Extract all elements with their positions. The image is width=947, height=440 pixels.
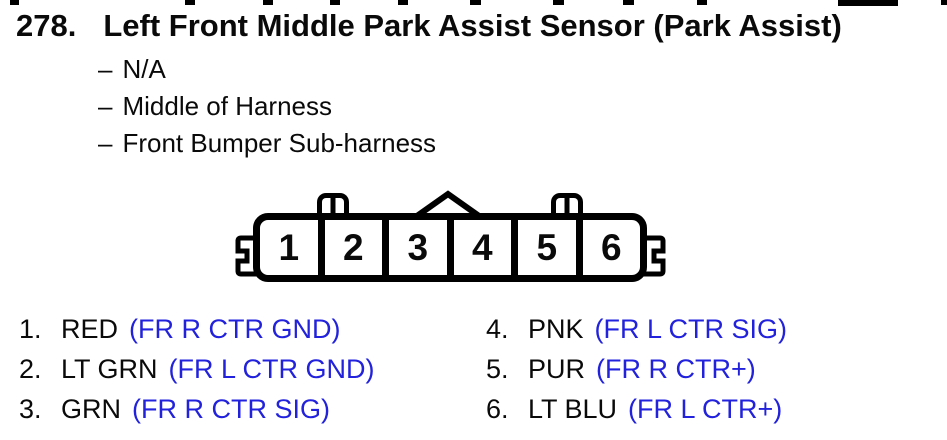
scan-artifact [185, 0, 195, 5]
scan-artifact [263, 0, 273, 5]
scan-artifact [553, 0, 564, 5]
connector-pin-4: 4 [454, 220, 518, 275]
detail-text: Middle of Harness [122, 91, 333, 121]
pin-number: 4. [486, 314, 509, 344]
wire-color: PNK [528, 314, 584, 344]
detail-text: N/A [122, 54, 166, 84]
item-number: 278. [16, 8, 77, 43]
pin-number: 1. [19, 314, 42, 344]
connector-pin-6: 6 [600, 226, 622, 268]
pin-row: 1. RED (FR R CTR GND) [19, 309, 375, 349]
scan-artifact [623, 0, 634, 5]
connector-pin-2: 2 [325, 220, 389, 275]
detail-list: – N/A – Middle of Harness – Front Bumper… [98, 51, 436, 162]
pin-function: (FR L CTR SIG) [594, 314, 788, 344]
detail-item: – N/A [98, 51, 436, 88]
pin-number: 6. [486, 394, 509, 424]
pinout-column-right: 4. PNK (FR L CTR SIG) 5. PUR (FR R CTR+) 6. L… [486, 309, 787, 429]
pin-function: (FR R CTR GND) [129, 314, 341, 344]
pinout-column-left: 1. RED (FR R CTR GND) 2. LT GRN (FR L CTR GN… [19, 309, 375, 429]
detail-item: – Front Bumper Sub-harness [98, 125, 436, 162]
pin-row: 4. PNK (FR L CTR SIG) [486, 309, 787, 349]
pin-row: 5. PUR (FR R CTR+) [486, 349, 787, 389]
connector-pin-3: 3 [389, 220, 454, 275]
connector-right-latch [643, 235, 666, 277]
scan-artifact [470, 0, 481, 5]
scan-artifact [941, 0, 947, 5]
dash-bullet: – [98, 91, 113, 121]
detail-text: Front Bumper Sub-harness [122, 128, 437, 158]
wire-color: LT BLU [528, 394, 618, 424]
pin-number: 2. [19, 354, 42, 384]
pin-row: 2. LT GRN (FR L CTR GND) [19, 349, 375, 389]
scan-artifact [697, 0, 707, 5]
wire-color: LT GRN [61, 354, 158, 384]
pin-row: 6. LT BLU (FR L CTR+) [486, 389, 787, 429]
pin-function: (FR R CTR+) [596, 354, 756, 384]
wire-color: RED [61, 314, 119, 344]
item-title: Left Front Middle Park Assist Sensor (Pa… [103, 8, 842, 43]
pin-function: (FR R CTR SIG) [132, 394, 330, 424]
connector-keying-peak [415, 190, 481, 216]
detail-item: – Middle of Harness [98, 88, 436, 125]
dash-bullet: – [98, 128, 113, 158]
connector-top-tab [317, 193, 349, 214]
wire-color: PUR [528, 354, 586, 384]
page-title: 278. Left Front Middle Park Assist Senso… [16, 8, 842, 44]
pin-function: (FR L CTR+) [628, 394, 783, 424]
dash-bullet: – [98, 54, 113, 84]
connector-diagram: 1 2 3 4 5 6 [253, 213, 647, 282]
pin-row: 3. GRN (FR R CTR SIG) [19, 389, 375, 429]
connector-pin-1: 1 [260, 220, 325, 275]
scan-artifact [330, 0, 340, 5]
connector-top-tab [551, 193, 583, 214]
pin-number: 3. [19, 394, 42, 424]
wire-color: GRN [61, 394, 121, 424]
pin-function: (FR L CTR GND) [168, 354, 375, 384]
scan-artifact [10, 0, 19, 5]
connector-pin-5: 5 [518, 220, 583, 275]
pin-number: 5. [486, 354, 509, 384]
scan-artifact [398, 0, 408, 5]
scan-artifact [838, 0, 898, 6]
